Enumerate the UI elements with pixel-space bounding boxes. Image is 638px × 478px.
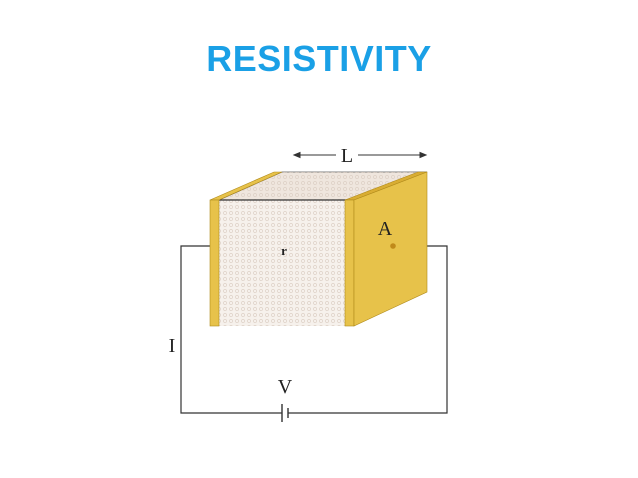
right-electrode-plate (344, 171, 428, 327)
length-arrow (292, 151, 428, 159)
slide-title: RESISTIVITY (206, 38, 432, 79)
resistivity-label: r (281, 243, 287, 258)
battery-icon (281, 404, 289, 422)
terminal-dot-icon (390, 243, 396, 249)
left-electrode-plate (209, 171, 283, 327)
length-label: L (341, 145, 353, 167)
area-label: A (378, 218, 393, 240)
current-label: I (169, 335, 176, 357)
voltage-label: V (278, 376, 293, 398)
